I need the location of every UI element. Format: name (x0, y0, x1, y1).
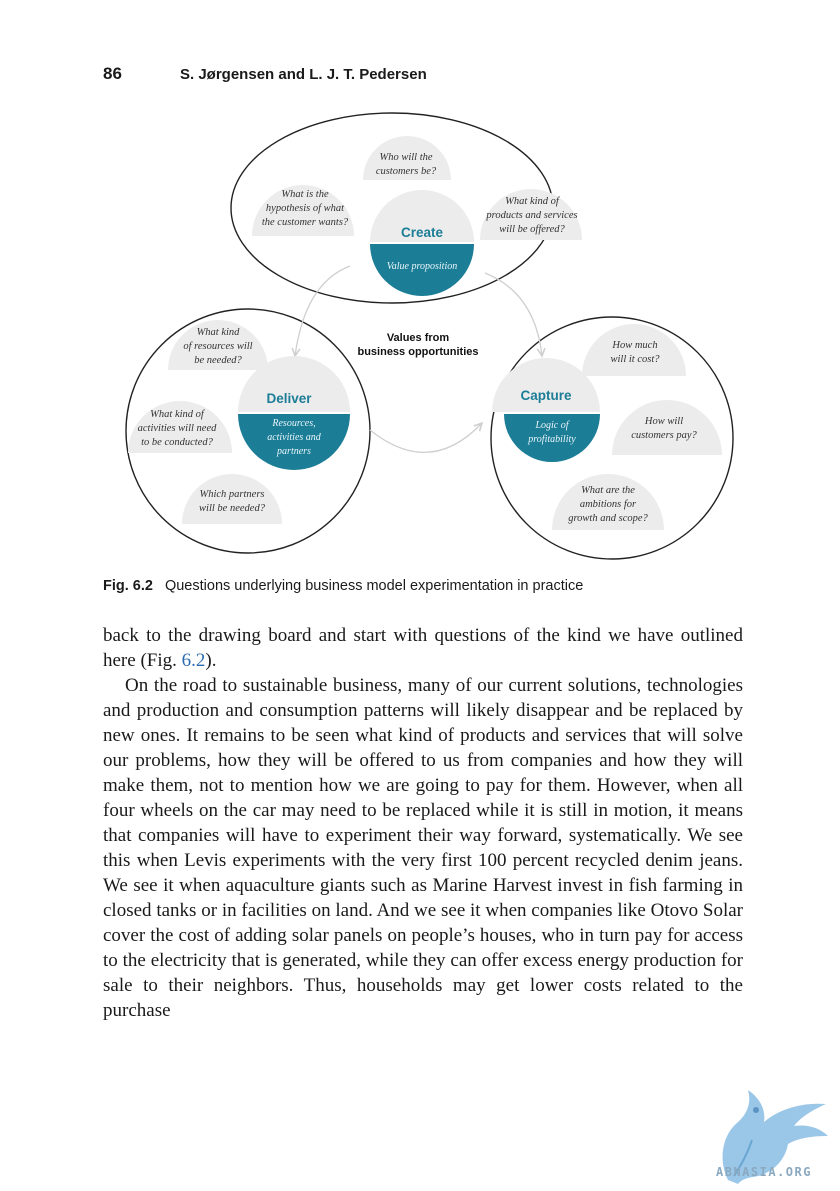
figure-reference-link[interactable]: 6.2 (181, 650, 206, 671)
create-title: Create (401, 225, 444, 240)
capture-inner-line-2: profitability (527, 434, 576, 445)
center-label-line-2: business opportunities (357, 346, 478, 358)
deliver-question-bubble-3 (182, 474, 282, 524)
deliver-question-2-line-2: activities will need (138, 423, 217, 434)
deliver-question-2-line-3: to be conducted? (141, 437, 213, 448)
create-question-1-line-2: customers be? (376, 166, 437, 177)
capture-question-3-line-1: What are the (581, 485, 635, 496)
figure-caption: Fig. 6.2 Questions underlying business mo… (103, 578, 743, 594)
capture-title: Capture (520, 388, 571, 403)
figure-caption-text: Questions underlying business model expe… (164, 578, 584, 594)
deliver-title: Deliver (266, 391, 312, 406)
capture-inner-label: Logic of profitability (527, 420, 576, 445)
deliver-question-bubble-2 (128, 401, 232, 453)
deliver-question-3-line-1: Which partners (199, 489, 264, 500)
capture-question-1-line-1: How much (611, 340, 657, 351)
capture-question-3-line-2: ambitions for (580, 499, 637, 510)
create-inner-bubble (370, 244, 474, 296)
capture-inner-bubble (504, 414, 600, 462)
deliver-question-1-line-2: of resources will (183, 341, 252, 352)
center-label: Values from business opportunities (357, 332, 478, 358)
create-inner-line-1: Value proposition (387, 261, 457, 272)
capture-question-3-line-3: growth and scope? (568, 513, 648, 524)
watermark-text: ABNASIA.ORG (716, 1165, 812, 1179)
deliver-title-bubble (238, 356, 350, 412)
deliver-inner-line-3: partners (276, 446, 311, 457)
capture-inner-line-1: Logic of (534, 420, 569, 431)
deliver-question-1: What kind of resources will be needed? (183, 327, 252, 366)
arrow-deliver-capture (369, 423, 482, 453)
create-question-1-line-1: Who will the (379, 152, 432, 163)
create-question-bubble-1 (363, 136, 451, 180)
capture-circle (490, 316, 734, 560)
paragraph-1: back to the drawing board and start with… (103, 623, 743, 673)
griffin-watermark-logo (722, 1090, 828, 1184)
create-inner-label: Value proposition (387, 261, 457, 272)
deliver-question-2-line-1: What kind of (150, 409, 206, 420)
create-question-3-line-2: products and services (485, 210, 577, 221)
business-model-figure: Who will the customers be? What is the hyp… (100, 108, 740, 563)
figure-caption-label: Fig. 6.2 (103, 578, 153, 594)
create-question-2: What is the hypothesis of what the custome… (262, 189, 349, 228)
create-question-1: Who will the customers be? (376, 152, 437, 177)
capture-question-1-line-2: will it cost? (610, 354, 660, 365)
capture-question-2: How will customers pay? (631, 416, 697, 441)
capture-question-bubble-2 (612, 400, 722, 455)
arrow-create-capture (484, 272, 542, 356)
paragraph-2: On the road to sustainable business, man… (103, 675, 743, 1021)
capture-title-bubble (492, 358, 600, 412)
deliver-inner-bubble (238, 414, 350, 470)
capture-question-3: What are the ambitions for growth and scop… (568, 485, 648, 524)
deliver-question-bubble-1 (168, 320, 268, 370)
create-question-2-line-1: What is the (281, 189, 329, 200)
create-question-3-line-1: What kind of (505, 196, 561, 207)
deliver-inner-line-1: Resources, (271, 418, 315, 429)
deliver-circle (125, 308, 371, 554)
create-question-3: What kind of products and services will be… (485, 196, 577, 235)
create-question-bubble-2 (252, 185, 354, 236)
body-text: back to the drawing board and start with… (103, 623, 743, 1023)
arrow-create-deliver (295, 265, 351, 356)
figure-diagram: Who will the customers be? What is the hyp… (125, 112, 734, 560)
create-title-bubble (370, 190, 474, 242)
paragraph-1-text-start: back to the drawing board and start with… (103, 625, 743, 671)
running-header-authors: S. Jørgensen and L. J. T. Pedersen (180, 66, 427, 83)
page-number: 86 (103, 64, 122, 83)
center-label-line-1: Values from (387, 332, 450, 344)
deliver-inner-line-2: activities and (267, 432, 322, 443)
create-question-3-line-3: will be offered? (499, 224, 565, 235)
capture-question-2-line-2: customers pay? (631, 430, 697, 441)
deliver-question-2: What kind of activities will need to be co… (138, 409, 217, 448)
create-question-2-line-3: the customer wants? (262, 217, 349, 228)
create-question-bubble-3 (480, 189, 582, 240)
deliver-question-1-line-1: What kind (197, 327, 241, 338)
paragraph-1-text-end: ). (205, 650, 217, 671)
deliver-question-3-line-2: will be needed? (199, 503, 266, 514)
deliver-question-3: Which partners will be needed? (199, 489, 266, 514)
capture-question-1: How much will it cost? (610, 340, 660, 365)
create-question-2-line-2: hypothesis of what (266, 203, 345, 214)
deliver-question-1-line-3: be needed? (194, 355, 242, 366)
deliver-inner-label: Resources, activities and partners (267, 418, 322, 457)
capture-question-bubble-1 (582, 324, 686, 376)
capture-question-2-line-1: How will (644, 416, 683, 427)
capture-question-bubble-3 (552, 474, 664, 530)
